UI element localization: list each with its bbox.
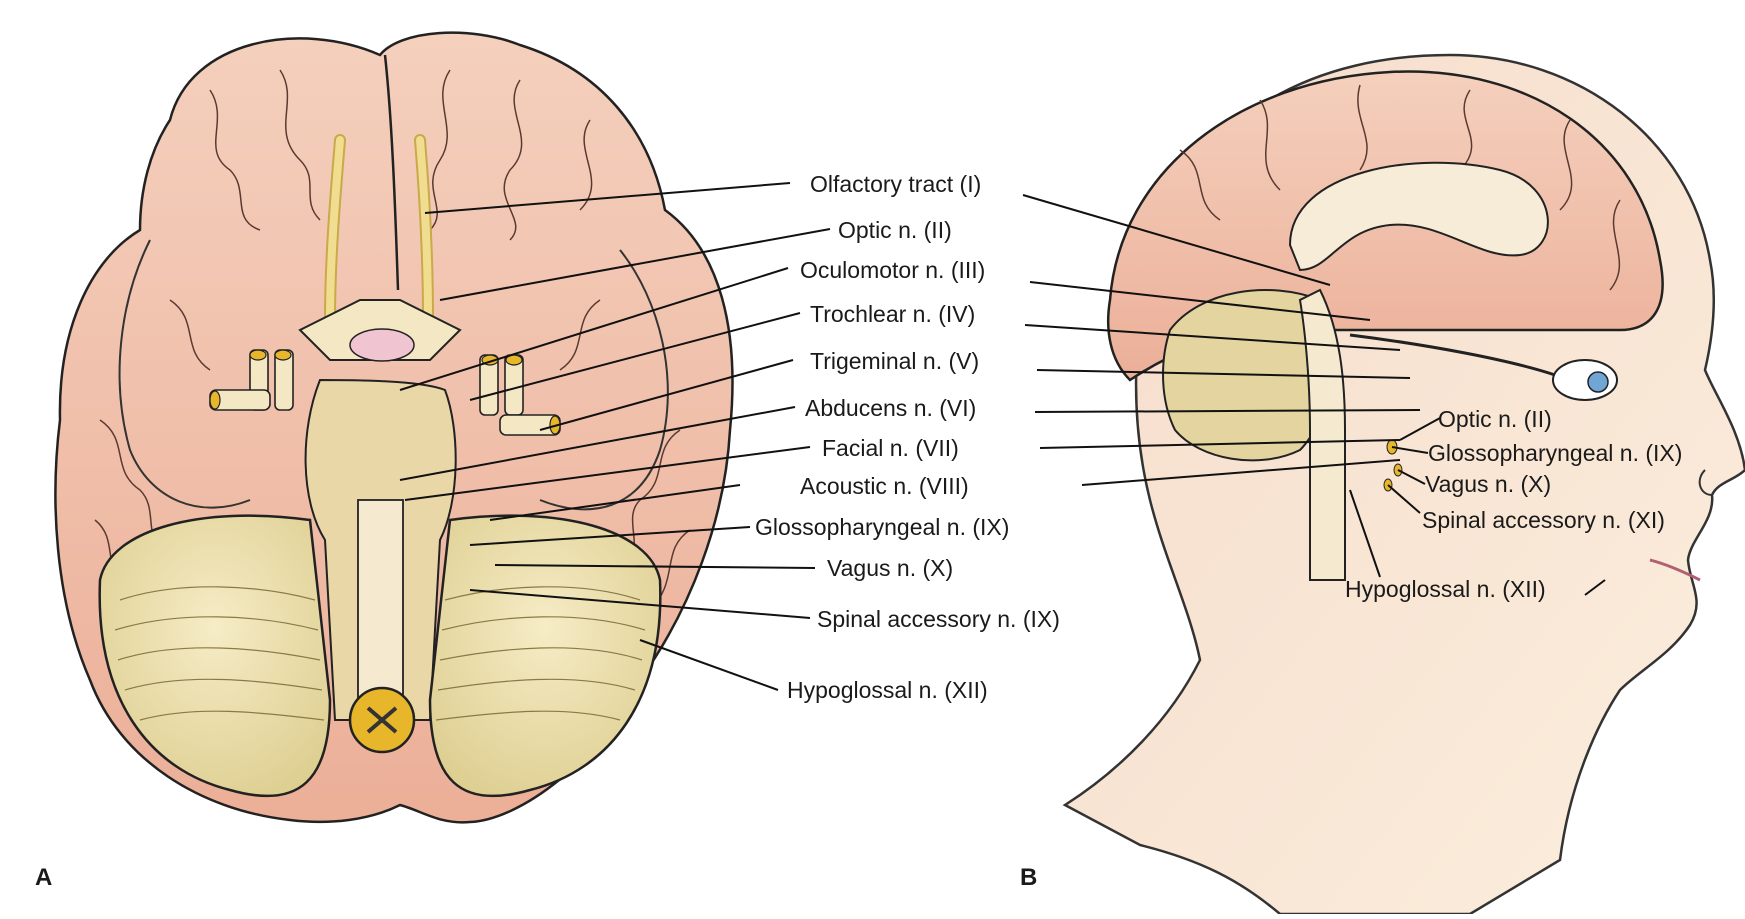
label-trochlear-nerve: Trochlear n. (IV) [810, 301, 975, 327]
label-abducens-nerve: Abducens n. (VI) [805, 395, 976, 421]
label-vagus-nerve: Vagus n. (X) [827, 555, 953, 581]
label-oculomotor-nerve: Oculomotor n. (III) [800, 257, 985, 283]
label-optic-nerve: Optic n. (II) [838, 217, 952, 243]
panel-letter-a: A [35, 864, 52, 891]
label-acoustic-nerve: Acoustic n. (VIII) [800, 473, 969, 499]
panel-a-leader-lines [399, 182, 831, 691]
label-b-hypoglossal-nerve: Hypoglossal n. (XII) [1345, 576, 1546, 602]
label-glossopharyngeal-nerve: Glossopharyngeal n. (IX) [755, 514, 1009, 540]
cerebellum [98, 514, 332, 798]
label-b-vagus-nerve: Vagus n. (X) [1425, 471, 1551, 497]
label-trigeminal-nerve: Trigeminal n. (V) [810, 348, 979, 374]
label-b-glossopharyngeal-nerve: Glossopharyngeal n. (IX) [1428, 440, 1682, 466]
panel-letter-b: B [1020, 864, 1037, 891]
panel-b-leader-lines [1022, 194, 1606, 596]
brain-inferior-view [54, 31, 734, 824]
label-b-optic-nerve: Optic n. (II) [1438, 406, 1552, 432]
label-spinal-accessory-nerve: Spinal accessory n. (IX) [817, 606, 1060, 632]
label-hypoglossal-nerve: Hypoglossal n. (XII) [787, 677, 988, 703]
head-sagittal-view [1062, 53, 1745, 916]
label-b-spinal-accessory-nerve: Spinal accessory n. (XI) [1422, 507, 1665, 533]
panel-a-labels: Olfactory tract (I) Optic n. (II) Oculom… [35, 171, 1060, 891]
panel-b-labels: Optic n. (II) Glossopharyngeal n. (IX) V… [1020, 406, 1682, 891]
label-olfactory-tract: Olfactory tract (I) [810, 171, 981, 197]
label-facial-nerve: Facial n. (VII) [822, 435, 959, 461]
